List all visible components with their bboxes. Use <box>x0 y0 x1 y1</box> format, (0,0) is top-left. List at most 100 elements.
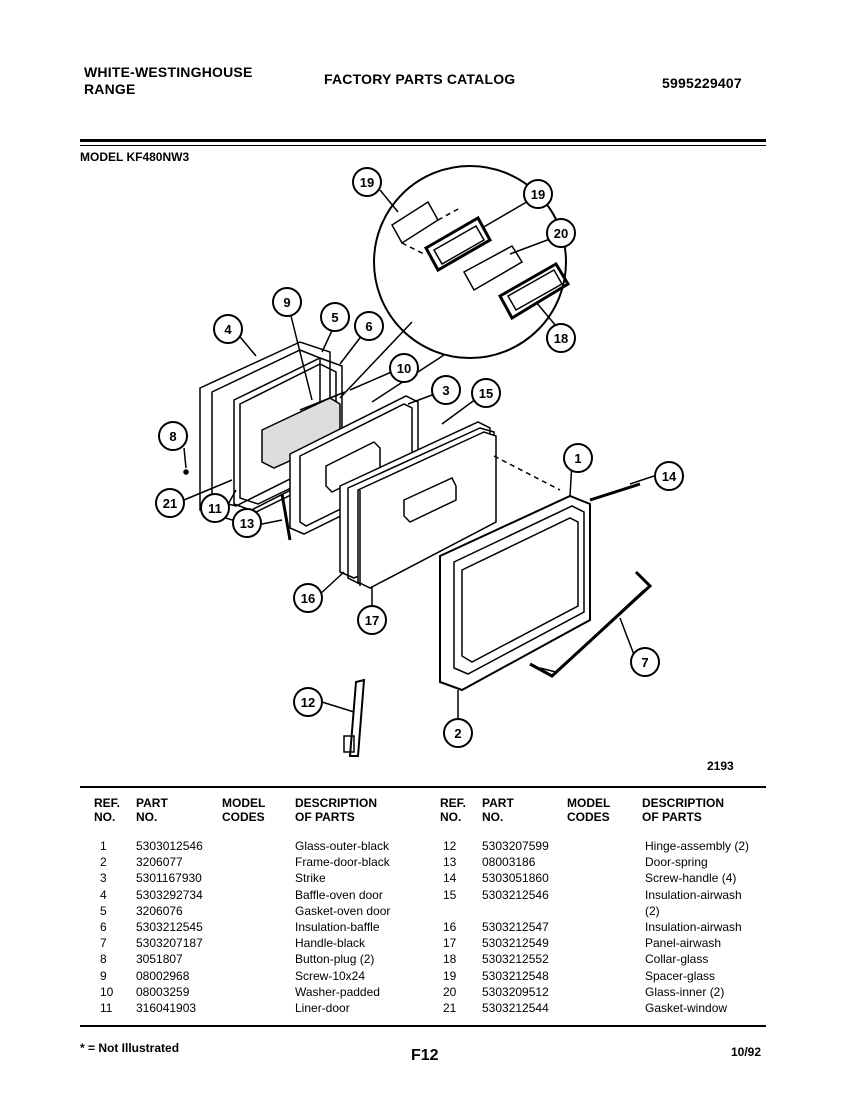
callout-11: 11 <box>208 501 222 516</box>
part-part: 5303212549 <box>482 936 549 951</box>
part-desc: Liner-door <box>295 1001 350 1015</box>
part-desc: Hinge-assembly (2) <box>645 839 750 853</box>
catalog-title: FACTORY PARTS CATALOG <box>324 71 516 87</box>
part-desc: Baffle-oven door <box>295 887 383 902</box>
part-desc: Glass-inner (2) <box>645 984 725 999</box>
part-part: 5303212545 <box>136 920 203 934</box>
part-desc: Frame-door-black <box>295 855 390 870</box>
callout-20a: 19 <box>360 175 374 190</box>
part-desc: Insulation-airwash <box>645 887 742 902</box>
part-ref: 3 <box>100 871 107 886</box>
part-desc: Button-plug (2) <box>295 952 375 967</box>
callout-20b: 20 <box>554 226 568 241</box>
callout-10: 10 <box>397 361 411 376</box>
part-part: 5303012546 <box>136 839 203 853</box>
part-part: 08003259 <box>136 984 190 999</box>
part-desc: Screw-handle (4) <box>645 871 737 886</box>
callout-7: 7 <box>641 655 648 670</box>
part-desc: Insulation-airwash <box>645 920 742 934</box>
callout-16: 16 <box>301 591 315 606</box>
callout-19: 19 <box>531 187 545 202</box>
callout-17: 17 <box>365 613 379 628</box>
part-desc: Door-spring <box>645 855 708 870</box>
part-part: 3206076 <box>136 903 183 918</box>
callout-9: 9 <box>283 295 290 310</box>
part-desc: (2) <box>645 903 660 918</box>
part-desc: Washer-padded <box>295 984 380 999</box>
brand-line-2: RANGE <box>84 81 136 97</box>
exploded-parts-diagram: 19 19 20 18 4 9 5 6 10 3 15 8 21 11 13 1… <box>155 165 684 757</box>
part-part: 5303212547 <box>482 920 549 934</box>
callout-3: 3 <box>442 383 449 398</box>
part-ref: 18 <box>443 952 457 967</box>
part-part: 5303207599 <box>482 839 549 853</box>
part-part: 3051807 <box>136 952 183 967</box>
callout-18: 18 <box>554 331 568 346</box>
header-rule <box>80 139 766 142</box>
part-ref: 15 <box>443 887 457 902</box>
part-ref: 7 <box>100 936 107 951</box>
part-ref: 14 <box>443 871 457 886</box>
part-desc: Gasket-oven door <box>295 903 391 918</box>
model-label: MODEL KF480NW3 <box>80 150 190 164</box>
part-part: 5303292734 <box>136 887 203 902</box>
callout-21: 21 <box>163 496 177 511</box>
hdr-ref-right: REF.NO. <box>440 796 467 824</box>
part-part: 5303212552 <box>482 952 549 967</box>
part-part: 08002968 <box>136 968 190 983</box>
part-part: 5303212546 <box>482 887 549 902</box>
part-part: 5303212544 <box>482 1001 549 1015</box>
callout-6: 6 <box>365 319 372 334</box>
part-ref: 11 <box>100 1001 113 1015</box>
page-number: F12 <box>411 1047 439 1064</box>
part-ref: 17 <box>443 936 457 951</box>
part-ref: 13 <box>443 855 457 870</box>
hdr-ref-left: REF.NO. <box>94 796 121 824</box>
callout-14: 14 <box>662 469 677 484</box>
callout-12: 12 <box>301 695 315 710</box>
part-ref: 20 <box>443 984 457 999</box>
brand-line-1: WHITE-WESTINGHOUSE <box>84 64 253 80</box>
callout-4: 4 <box>224 322 232 337</box>
part-ref: 10 <box>100 984 114 999</box>
part-ref: 4 <box>100 887 107 902</box>
part-desc: Panel-airwash <box>645 936 722 951</box>
part-ref: 19 <box>443 968 457 983</box>
part-part: 3206077 <box>136 855 183 870</box>
callout-8: 8 <box>169 429 176 444</box>
callout-13: 13 <box>240 516 254 531</box>
part-part: 5303209512 <box>482 984 549 999</box>
part-ref: 5 <box>100 903 107 918</box>
callout-2: 2 <box>454 726 461 741</box>
part-ref: 1 <box>100 839 107 853</box>
part-ref: 9 <box>100 968 107 983</box>
part-desc: Gasket-window <box>645 1001 728 1015</box>
part-part: 5303212548 <box>482 968 549 983</box>
part-desc: Strike <box>295 871 326 886</box>
header-rule-thin <box>80 145 766 146</box>
part-ref: 8 <box>100 952 107 967</box>
callout-5: 5 <box>331 310 338 325</box>
callout-15: 15 <box>479 386 493 401</box>
part-desc: Glass-outer-black <box>295 839 390 853</box>
part-part: 316041903 <box>136 1001 197 1015</box>
part-desc: Insulation-baffle <box>295 920 380 934</box>
table-top-rule <box>80 786 766 788</box>
revision-date: 10/92 <box>731 1045 762 1059</box>
part-ref: 12 <box>443 839 457 853</box>
part-part: 5303051860 <box>482 871 549 886</box>
part-ref: 2 <box>100 855 107 870</box>
callout-1: 1 <box>574 451 581 466</box>
part-part: 08003186 <box>482 855 536 870</box>
part-desc: Screw-10x24 <box>295 968 366 983</box>
part-ref: 16 <box>443 920 457 934</box>
part-part: 5303207187 <box>136 936 203 951</box>
part-desc: Spacer-glass <box>645 968 716 983</box>
not-illustrated-note: * = Not Illustrated <box>80 1041 180 1055</box>
part-ref: 21 <box>443 1001 457 1015</box>
